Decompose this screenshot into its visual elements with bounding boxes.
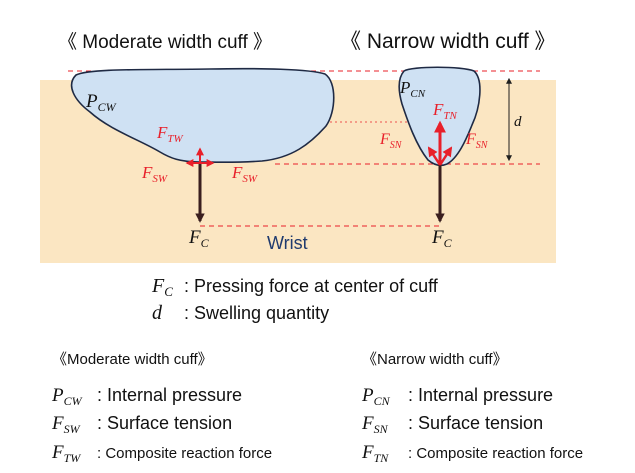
moderate-legend-pcw-text: : Internal pressure (97, 385, 242, 405)
narrow-legend-ftn-text: : Composite reaction force (408, 445, 583, 462)
legend-d-text: : Swelling quantity (184, 303, 329, 323)
main-legend: FC : Pressing force at center of cuff d … (151, 275, 439, 324)
moderate-legend-pcw-symbol: PCW (51, 385, 83, 408)
narrow-legend: 《Narrow width cuff》 PCN : Internal press… (361, 351, 583, 465)
p-cn-label: PCN (399, 78, 426, 100)
narrow-legend-fsn-text: : Surface tension (408, 413, 543, 433)
moderate-cuff (70, 67, 335, 164)
moderate-legend-fsw-symbol: FSW (51, 413, 81, 436)
f-c-moderate-label: FC (188, 227, 210, 250)
d-label: d (514, 114, 522, 130)
narrow-legend-pcn-text: : Internal pressure (408, 385, 553, 405)
f-sn-left-label: FSN (379, 131, 403, 151)
force-fsn-right-arrow (438, 146, 453, 166)
narrow-cuff (398, 66, 481, 167)
heading-moderate: 《 Moderate width cuff 》 (58, 31, 272, 53)
narrow-legend-fsn-symbol: FSN (361, 413, 389, 436)
moderate-legend-ftw-symbol: FTW (51, 442, 81, 465)
p-cw-label: PCW (85, 91, 117, 114)
heading-narrow: 《 Narrow width cuff 》 (340, 30, 556, 53)
moderate-legend: 《Moderate width cuff》 PCW : Internal pre… (51, 351, 272, 465)
f-tn-label: FTN (432, 100, 458, 122)
f-sn-right-label: FSN (465, 131, 489, 151)
moderate-legend-title: 《Moderate width cuff》 (52, 351, 213, 368)
f-c-narrow-label: FC (431, 227, 453, 250)
legend-fc-text: : Pressing force at center of cuff (184, 276, 439, 296)
force-fsn-left-arrow (427, 146, 442, 166)
legend-d-symbol: d (152, 302, 163, 324)
narrow-legend-pcn-symbol: PCN (361, 385, 391, 408)
f-sw-right-label: FSW (231, 163, 258, 185)
narrow-legend-ftn-symbol: FTN (361, 442, 389, 465)
f-tw-label: FTW (156, 123, 184, 145)
legend-fc-symbol: FC (151, 275, 173, 299)
wrist-label: Wrist (267, 233, 308, 253)
f-sw-left-label: FSW (141, 163, 168, 185)
moderate-legend-fsw-text: : Surface tension (97, 413, 232, 433)
moderate-legend-ftw-text: : Composite reaction force (97, 445, 272, 462)
narrow-legend-title: 《Narrow width cuff》 (362, 351, 508, 368)
